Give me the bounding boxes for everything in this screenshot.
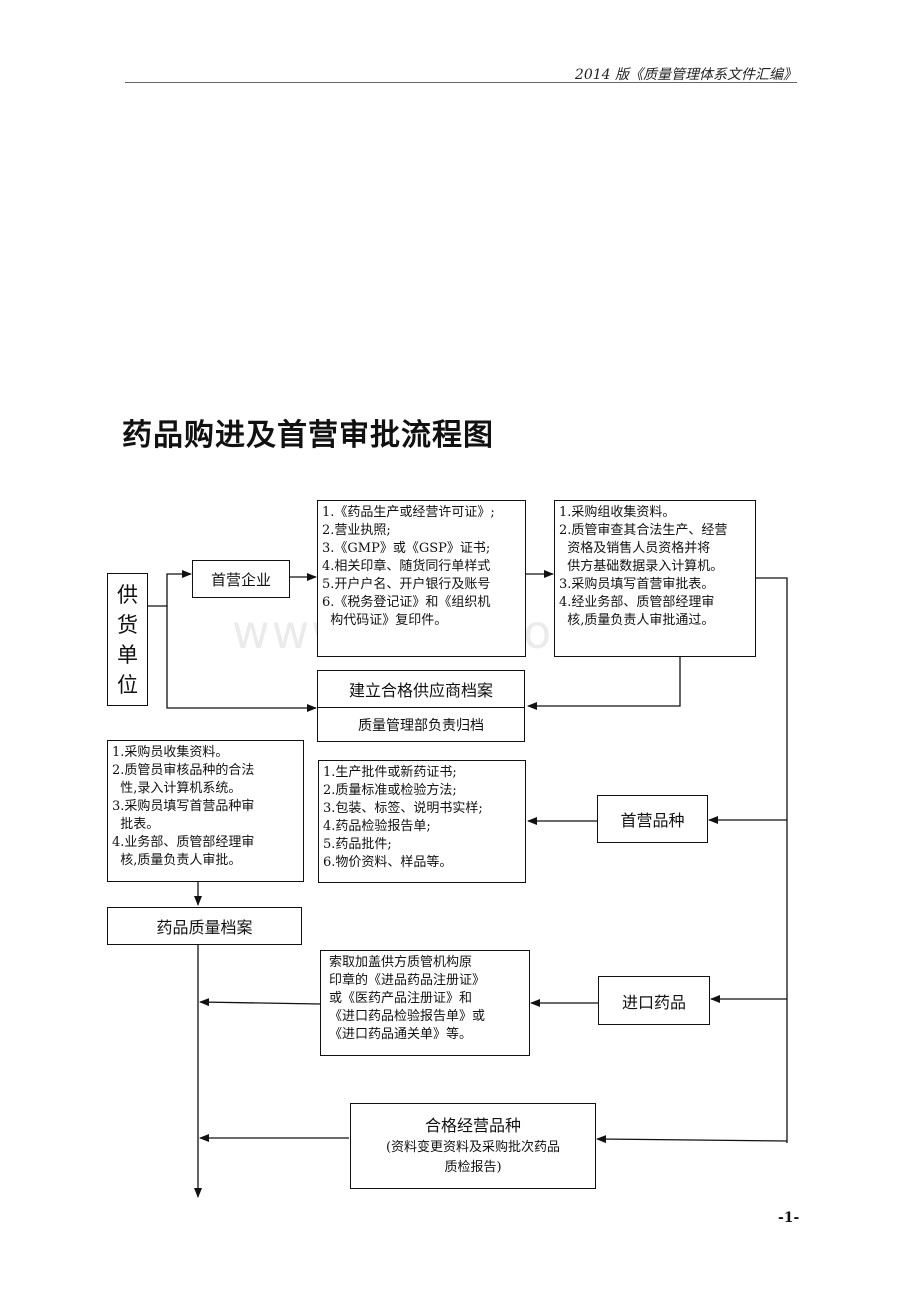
product-docs-line: 6.物价资料、样品等。 (323, 855, 453, 870)
enterprise-docs-line: 2.营业执照; (322, 523, 391, 538)
enterprise-docs-line: 3.《GMP》或《GSP》证书; (322, 541, 491, 556)
qualified-products-label: 合格经营品种 (424, 1116, 521, 1135)
product-review-line: 4.业务部、质管部经理审 (112, 835, 255, 850)
enterprise-docs-line: 构代码证》复印件。 (322, 613, 448, 628)
header-text: 2014 版《质量管理体系文件汇编》 (574, 67, 797, 83)
product-docs-line: 2.质量标准或检验方法; (323, 783, 457, 798)
product-docs-line: 4.药品检验报告单; (323, 819, 431, 834)
import-docs-line: 《进口药品通关单》等。 (329, 1027, 473, 1042)
qualified-products-sub1: (资料变更资料及采购批次药品 (385, 1140, 561, 1155)
enterprise-review-line: 4.经业务部、质管部经理审 (559, 595, 715, 610)
product-review-line: 核,质量负责人审批。 (112, 853, 242, 868)
supplier-archive-title: 建立合格供应商档案 (318, 671, 524, 708)
import-docs-line: 《进口药品检验报告单》或 (329, 1009, 486, 1024)
product-review-line: 性,录入计算机系统。 (112, 781, 242, 796)
product-docs-line: 3.包装、标签、说明书实样; (323, 801, 483, 816)
first-product-label: 首营品种 (620, 811, 685, 830)
qualified-products-sub2: 质检报告) (444, 1160, 502, 1175)
page-title: 药品购进及首营审批流程图 (122, 418, 494, 453)
enterprise-docs-line: 1.《药品生产或经营许可证》; (322, 505, 495, 520)
page-number: -1- (778, 1210, 800, 1226)
import-docs-box: 索取加盖供方质管机构原 印章的《进品药品注册证》 或《医药产品注册证》和 《进口… (320, 950, 530, 1056)
right-trunk-line (756, 577, 788, 1143)
product-docs-line: 1.生产批件或新药证书; (323, 765, 457, 780)
arrow-supplier-to-archive (166, 606, 317, 712)
enterprise-docs-line: 5.开户户名、开户银行及账号 (322, 577, 491, 592)
supplier-box: 供 货 单 位 (107, 573, 148, 706)
import-docs-line: 索取加盖供方质管机构原 (329, 955, 473, 970)
product-review-box: 1.采购员收集资料。 2.质管员审核品种的合法 性,录入计算机系统。 3.采购员… (107, 740, 304, 882)
supplier-char: 供 (117, 582, 138, 607)
document-header: 2014 版《质量管理体系文件汇编》 (125, 64, 797, 83)
enterprise-docs-line: 4.相关印章、随货同行单样式 (322, 559, 491, 574)
quality-archive-box: 药品质量档案 (107, 907, 302, 945)
quality-archive-label: 药品质量档案 (156, 918, 253, 937)
enterprise-review-line: 资格及销售人员资格并将 (559, 541, 711, 556)
first-enterprise-box: 首营企业 (192, 560, 290, 598)
product-review-line: 1.采购员收集资料。 (112, 745, 229, 760)
imported-drugs-label: 进口药品 (621, 992, 686, 1012)
import-docs-line: 或《医药产品注册证》和 (329, 991, 473, 1006)
supplier-char: 单 (117, 642, 138, 667)
supplier-archive-box: 建立合格供应商档案 质量管理部负责归档 (317, 670, 525, 742)
supplier-char: 位 (117, 672, 138, 697)
product-docs-line: 5.药品批件; (323, 837, 392, 852)
supplier-archive-label: 建立合格供应商档案 (348, 681, 493, 700)
enterprise-docs-box: 1.《药品生产或经营许可证》; 2.营业执照; 3.《GMP》或《GSP》证书;… (317, 500, 526, 657)
supplier-char: 货 (117, 612, 138, 637)
enterprise-review-line: 1.采购组收集资料。 (559, 505, 676, 520)
product-review-line: 2.质管员审核品种的合法 (112, 763, 255, 778)
arrow-import-docs-to-trunk (199, 998, 321, 1007)
enterprise-review-line: 核,质量负责人审批通过。 (559, 613, 715, 628)
import-docs-line: 印章的《进品药品注册证》 (329, 973, 486, 988)
enterprise-review-box: 1.采购组收集资料。 2.质管审查其合法生产、经营 资格及销售人员资格并将 供方… (554, 500, 756, 657)
arrow-trunk-to-qualified (596, 1135, 788, 1144)
arrow-review-to-archive (527, 656, 681, 710)
product-review-line: 批表。 (112, 817, 160, 832)
imported-drugs-box: 进口药品 (598, 976, 710, 1025)
first-enterprise-label: 首营企业 (210, 570, 271, 589)
enterprise-review-line: 供方基础数据录入计算机。 (559, 559, 724, 574)
qualified-products-box: 合格经营品种 (资料变更资料及采购批次药品 质检报告) (350, 1103, 596, 1189)
supplier-archive-sub-label: 质量管理部负责归档 (358, 718, 484, 734)
enterprise-review-line: 3.采购员填写首营审批表。 (559, 577, 715, 592)
enterprise-docs-line: 6.《税务登记证》和《组织机 (322, 595, 491, 610)
supplier-archive-sub: 质量管理部负责归档 (318, 708, 524, 742)
enterprise-review-line: 2.质管审查其合法生产、经营 (559, 523, 728, 538)
first-product-box: 首营品种 (597, 795, 708, 843)
product-review-line: 3.采购员填写首营品种审 (112, 799, 255, 814)
product-docs-box: 1.生产批件或新药证书; 2.质量标准或检验方法; 3.包装、标签、说明书实样;… (318, 760, 526, 883)
arrow-supplier-to-first-enterprise (148, 570, 192, 607)
